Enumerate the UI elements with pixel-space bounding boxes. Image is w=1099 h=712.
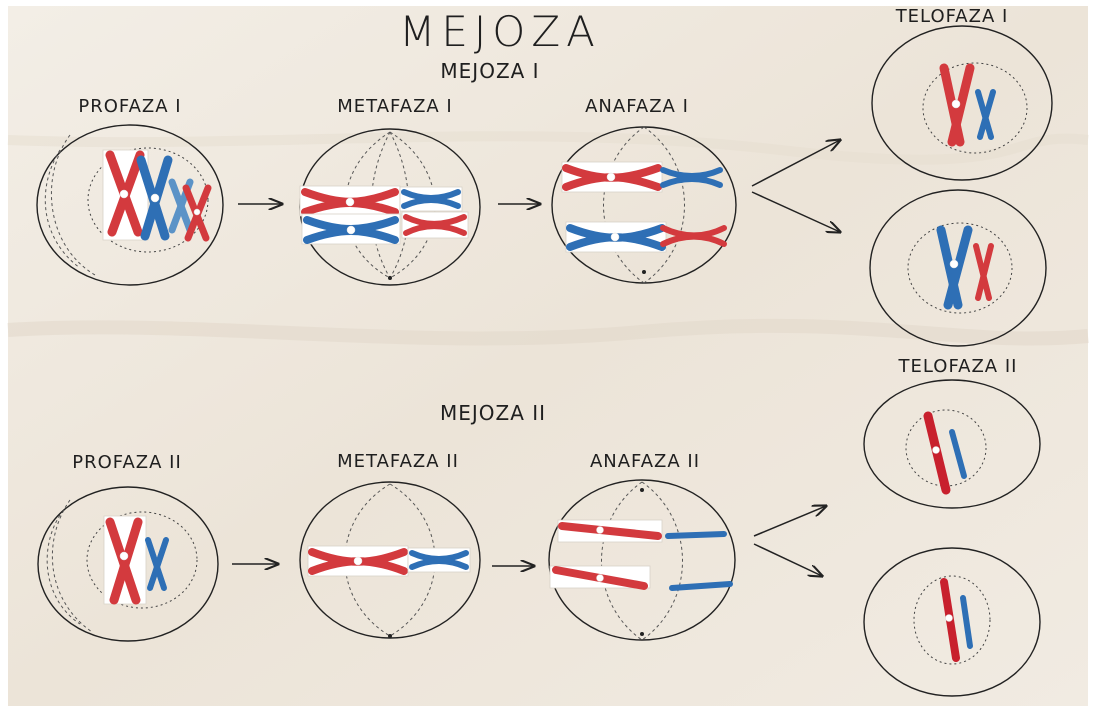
chromosome-red-x (102, 149, 149, 241)
section-1-heading: MEJOZA I (440, 59, 539, 83)
chromosome-small-red-x (182, 184, 212, 242)
section-2-heading: MEJOZA II (440, 401, 546, 425)
cell-telofaza-2-top (863, 379, 1041, 509)
cell-anafaza-2 (548, 479, 736, 641)
cell-profaza-2 (37, 486, 219, 642)
cell-metafaza-1 (299, 128, 481, 286)
cell-telofaza-1-top (871, 25, 1053, 181)
paper-background (8, 6, 1088, 706)
stage-label-metafaza-1: METAFAZA I (337, 96, 453, 117)
cell-profaza-1 (36, 124, 224, 286)
stage-label-telofaza-1: TELOFAZA I (895, 6, 1009, 27)
cell-anafaza-1 (551, 126, 737, 284)
stage-label-profaza-1: PROFAZA I (78, 96, 181, 117)
poster-title: MEJOZA (399, 7, 601, 56)
branch-arrow-icon (751, 140, 840, 232)
stage-label-anafaza-1: ANAFAZA I (585, 96, 689, 117)
chromosome-blue-x (136, 155, 173, 241)
stage-label-profaza-2: PROFAZA II (72, 452, 182, 473)
cell-metafaza-2 (299, 481, 481, 639)
cell-telofaza-1-bottom (869, 189, 1047, 347)
stage-label-metafaza-2: METAFAZA II (337, 451, 459, 472)
cell-telofaza-2-bottom (863, 547, 1041, 697)
stage-label-anafaza-2: ANAFAZA II (590, 451, 700, 472)
branch-arrow-icon (753, 506, 826, 576)
stage-label-telofaza-2: TELOFAZA II (898, 356, 1018, 377)
